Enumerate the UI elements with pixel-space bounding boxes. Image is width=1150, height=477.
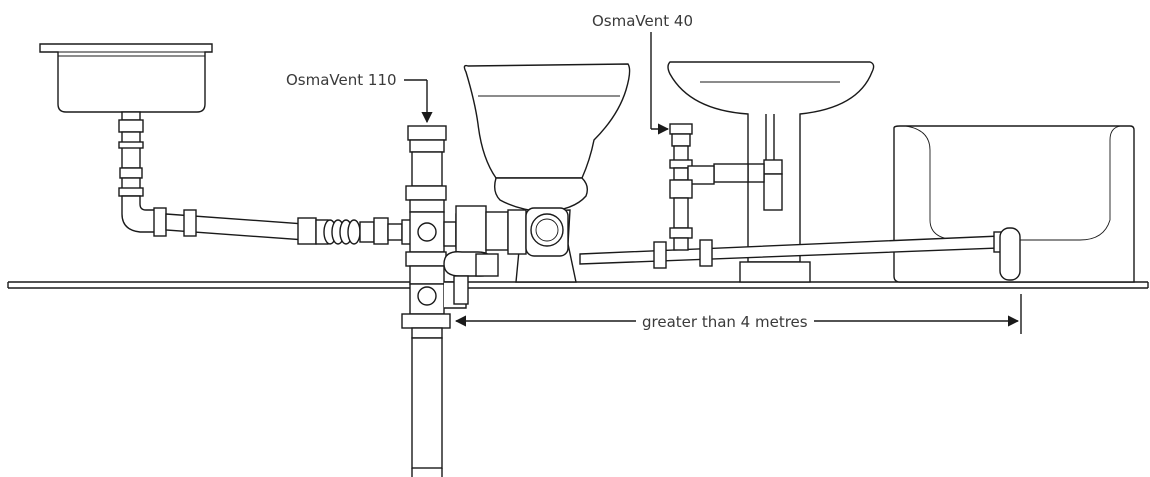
floor-line [7, 281, 1149, 289]
distance-label: greater than 4 metres [636, 313, 814, 331]
main-soil-stack [401, 125, 451, 477]
wc-branch-connector [443, 205, 569, 309]
kitchen-sink [39, 43, 213, 113]
osmavent-110-arrow [404, 79, 433, 124]
toilet [463, 63, 631, 283]
bath-waste-pipe [579, 227, 1021, 281]
sink-waste-pipe [118, 111, 413, 245]
basin-trap [713, 159, 783, 211]
osmavent-110-label: OsmaVent 110 [286, 71, 397, 89]
osmavent-40-label: OsmaVent 40 [592, 12, 693, 30]
osmavent-40-stack [669, 123, 715, 251]
osmavent-40-arrow [650, 32, 670, 135]
